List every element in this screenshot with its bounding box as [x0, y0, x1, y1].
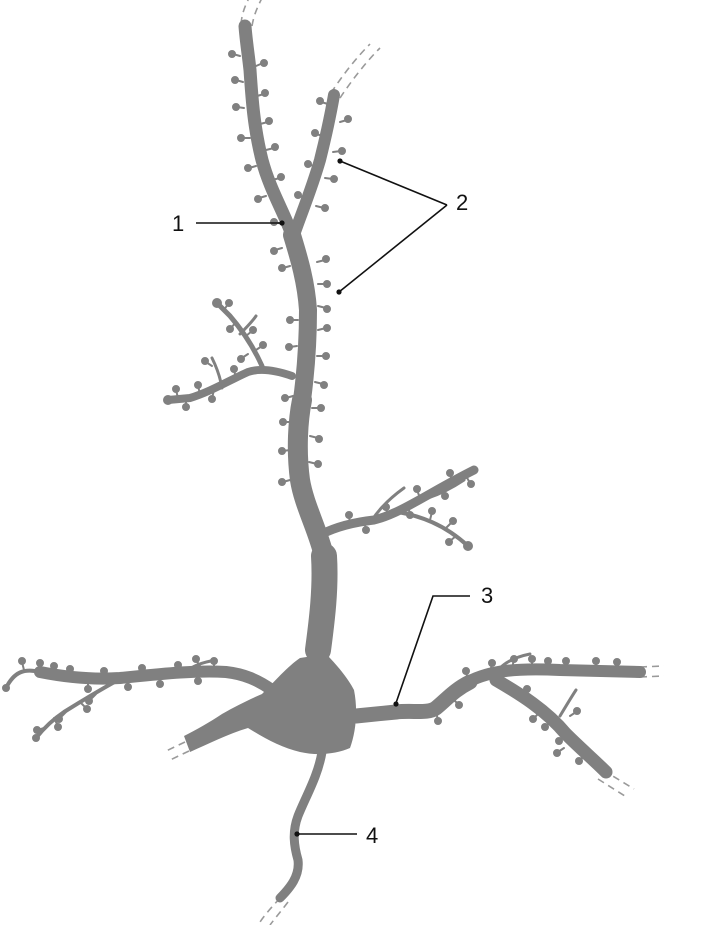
dendritic-spines [2, 50, 621, 765]
neuron [2, 19, 646, 903]
leader-line-3 [395, 595, 470, 704]
label-3-text: 3 [481, 583, 493, 608]
leader-dot-2a [337, 158, 343, 164]
leader-dot-3 [393, 701, 399, 707]
leader-dot-4 [294, 831, 300, 837]
labels: 1 2 3 4 [172, 158, 493, 848]
label-1: 1 [172, 211, 285, 236]
leader-dot-2b [336, 289, 342, 295]
leader-line-2b [338, 204, 448, 293]
label-1-text: 1 [172, 211, 184, 236]
label-4: 4 [294, 823, 378, 848]
label-4-text: 4 [366, 823, 378, 848]
label-2: 2 [336, 158, 468, 295]
leader-dot-1 [279, 220, 285, 226]
basal-dendrite-right [348, 652, 646, 779]
apical-dendrite [238, 19, 340, 663]
oblique-dendrite-right [317, 465, 479, 548]
oblique-dendrite-left [164, 300, 296, 404]
soma [184, 654, 357, 755]
label-3: 3 [393, 583, 493, 707]
axon [275, 747, 327, 903]
leader-line-2a [339, 160, 448, 206]
label-2-text: 2 [456, 190, 468, 215]
